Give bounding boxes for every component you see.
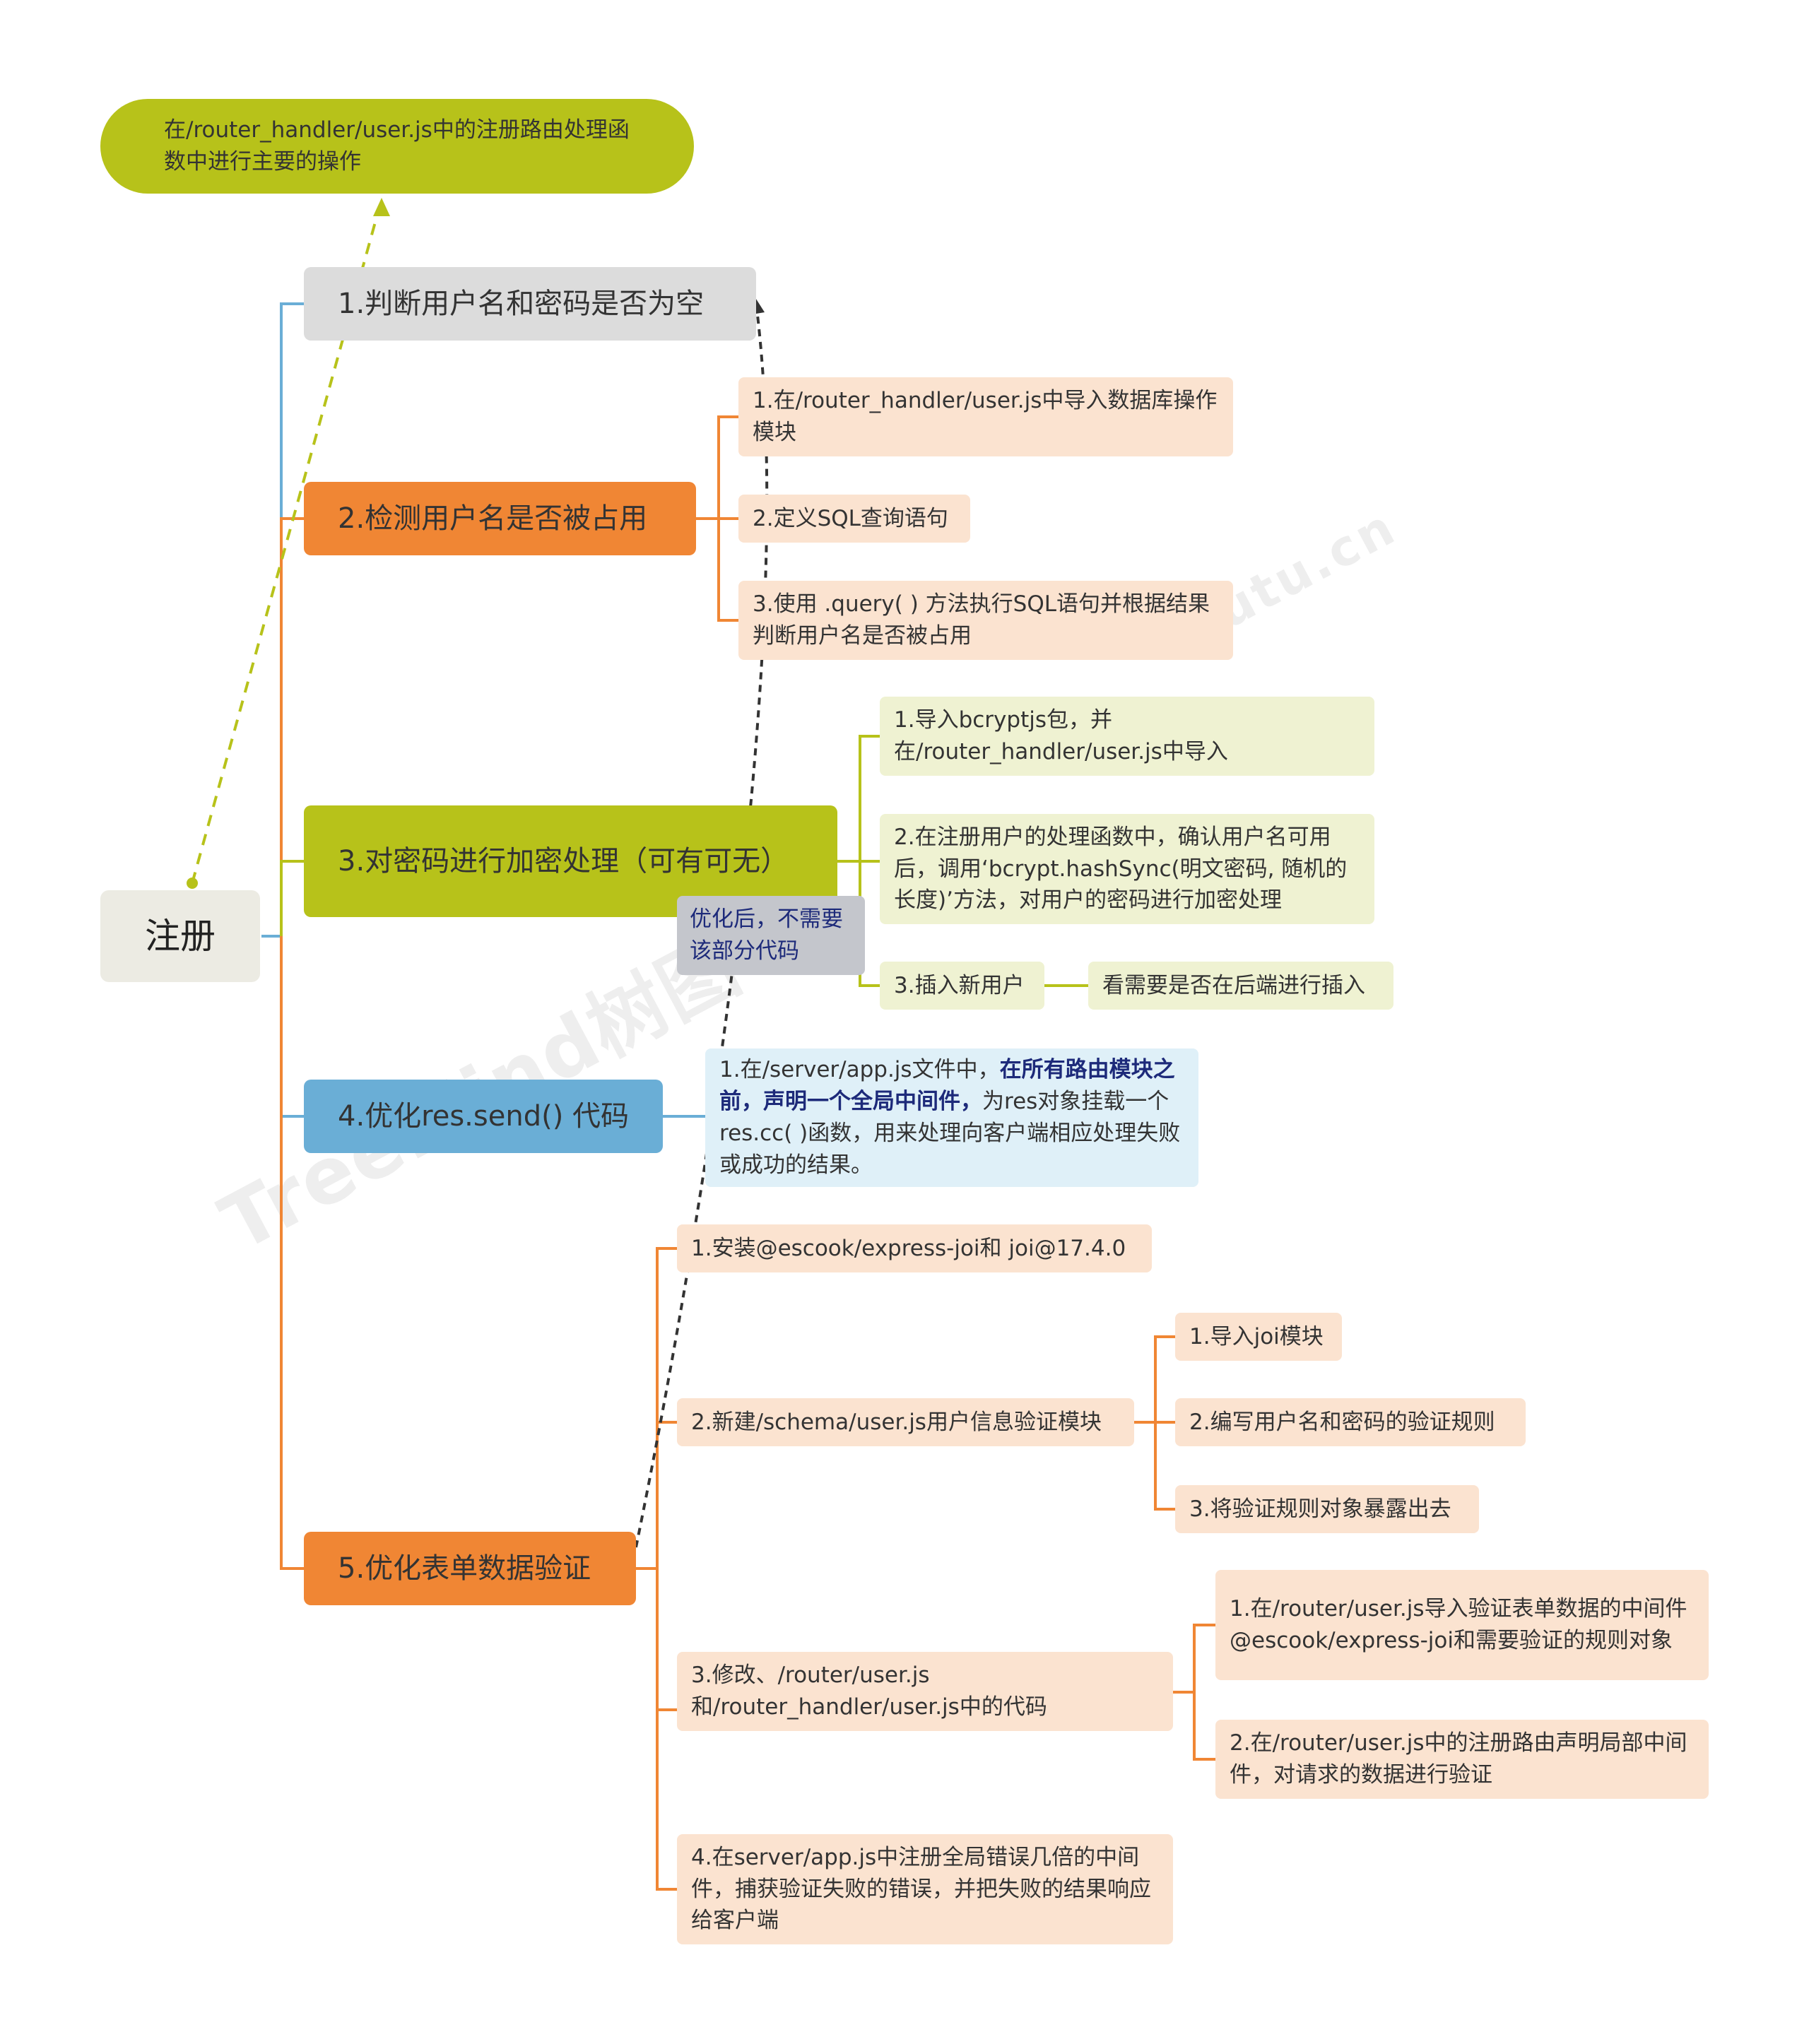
- link-b5-c1: [636, 1247, 677, 1570]
- leaf-declare-local-middleware[interactable]: 2.在/router/user.js中的注册路由声明局部中间件，对请求的数据进行…: [1215, 1720, 1709, 1799]
- link-schema-c3: [1154, 1422, 1175, 1511]
- leaf-global-middleware[interactable]: 1.在/server/app.js文件中，在所有路由模块之前，声明一个全局中间件…: [705, 1048, 1198, 1187]
- leaf-text: 2.在注册用户的处理函数中，确认用户名可用后，调用‘bcrypt.hashSyn…: [894, 824, 1348, 914]
- link-b5-c2: [656, 1421, 677, 1569]
- leaf-hash-password[interactable]: 2.在注册用户的处理函数中，确认用户名可用后，调用‘bcrypt.hashSyn…: [880, 814, 1374, 924]
- leaf-register-error-middleware[interactable]: 4.在server/app.js中注册全局错误几倍的中间件，捕获验证失败的错误，…: [677, 1834, 1173, 1944]
- link-modify-c1: [1173, 1624, 1215, 1694]
- leaf-import-bcrypt[interactable]: 1.导入bcryptjs包，并在/router_handler/user.js中…: [880, 697, 1374, 776]
- branch-label: 2.检测用户名是否被占用: [338, 502, 648, 535]
- link-b5-c4: [656, 1569, 677, 1891]
- leaf-define-sql[interactable]: 2.定义SQL查询语句: [738, 495, 970, 543]
- branch-optimize-res-send[interactable]: 4.优化res.send() 代码: [304, 1080, 663, 1153]
- branch-label: 1.判断用户名和密码是否为空: [338, 288, 705, 320]
- leaf-install-joi[interactable]: 1.安装@escook/express-joi和 joi@17.4.0: [677, 1224, 1152, 1272]
- leaf-insert-note[interactable]: 看需要是否在后端进行插入: [1088, 962, 1393, 1010]
- leaf-text: 3.使用 .query( ) 方法执行SQL语句并根据结果判断用户名是否被占用: [753, 591, 1210, 649]
- leaf-text: 2.在/router/user.js中的注册路由声明局部中间件，对请求的数据进行…: [1230, 1730, 1687, 1788]
- leaf-text: 1.在/server/app.js文件中，在所有路由模块之前，声明一个全局中间件…: [719, 1054, 1184, 1181]
- leaf-import-validate-middleware[interactable]: 1.在/router/user.js导入验证表单数据的中间件@escook/ex…: [1215, 1570, 1709, 1680]
- leaf-text: 1.在/router_handler/user.js中导入数据库操作模块: [753, 388, 1218, 445]
- leaf-text: 2.新建/schema/user.js用户信息验证模块: [691, 1409, 1102, 1435]
- callout-main-operation-text: 在/router_handler/user.js中的注册路由处理函数中进行主要的…: [164, 117, 630, 175]
- link-root-b3: [280, 860, 304, 936]
- link-b2-c3: [717, 519, 738, 622]
- leaf-text-bold: 在所有路由模块之前，声明一个全局中间件，: [719, 1057, 1175, 1115]
- link-root-b5: [280, 936, 304, 1570]
- leaf-insert-user[interactable]: 3.插入新用户: [880, 962, 1044, 1010]
- root-node[interactable]: 注册: [100, 890, 260, 982]
- leaf-text: 3.插入新用户: [894, 972, 1025, 998]
- branch-label: 4.优化res.send() 代码: [338, 1100, 630, 1133]
- leaf-text-part1: 1.在/server/app.js文件中，: [719, 1057, 1000, 1083]
- leaf-text: 2.编写用户名和密码的验证规则: [1189, 1409, 1495, 1435]
- leaf-text: 1.在/router/user.js导入验证表单数据的中间件@escook/ex…: [1230, 1596, 1687, 1653]
- callout-no-longer-needed: 优化后，不需要该部分代码: [677, 896, 865, 975]
- leaf-write-rules[interactable]: 2.编写用户名和密码的验证规则: [1175, 1398, 1526, 1446]
- link-b5-b1: [635, 303, 769, 1548]
- branch-check-username-taken[interactable]: 2.检测用户名是否被占用: [304, 482, 696, 555]
- leaf-text: 1.导入joi模块: [1189, 1323, 1324, 1349]
- link-schema-c1: [1134, 1335, 1175, 1424]
- leaf-import-joi[interactable]: 1.导入joi模块: [1175, 1313, 1342, 1361]
- root-label: 注册: [145, 915, 216, 957]
- leaf-text-part2: 为res对象挂载一个res.cc( )函数，用来处理向客户端相应处理失败或成功的…: [719, 1089, 1181, 1178]
- link-b3-c1: [837, 735, 880, 863]
- leaf-text: 1.导入bcryptjs包，并在/router_handler/user.js中…: [894, 707, 1228, 764]
- leaf-text: 看需要是否在后端进行插入: [1102, 972, 1365, 998]
- leaf-text: 3.修改、/router/user.js和/router_handler/use…: [691, 1662, 1047, 1720]
- branch-label: 5.优化表单数据验证: [338, 1552, 591, 1585]
- leaf-new-schema[interactable]: 2.新建/schema/user.js用户信息验证模块: [677, 1398, 1134, 1446]
- leaf-export-rules[interactable]: 3.将验证规则对象暴露出去: [1175, 1485, 1479, 1533]
- callout-no-longer-needed-text: 优化后，不需要该部分代码: [690, 906, 843, 964]
- branch-label: 3.对密码进行加密处理（可有可无）: [338, 845, 789, 878]
- link-root-b2: [280, 517, 304, 936]
- link-root-b4: [280, 936, 304, 1118]
- branch-form-validation[interactable]: 5.优化表单数据验证: [304, 1532, 636, 1605]
- link-modify-c2: [1193, 1692, 1215, 1761]
- link-b2-c1: [696, 415, 738, 520]
- leaf-text: 2.定义SQL查询语句: [753, 505, 948, 531]
- leaf-modify-code[interactable]: 3.修改、/router/user.js和/router_handler/use…: [677, 1652, 1173, 1731]
- leaf-text: 3.将验证规则对象暴露出去: [1189, 1496, 1451, 1522]
- leaf-run-query[interactable]: 3.使用 .query( ) 方法执行SQL语句并根据结果判断用户名是否被占用: [738, 581, 1233, 660]
- leaf-import-db-module[interactable]: 1.在/router_handler/user.js中导入数据库操作模块: [738, 377, 1233, 456]
- callout-main-operation: 在/router_handler/user.js中的注册路由处理函数中进行主要的…: [100, 99, 694, 194]
- leaf-text: 4.在server/app.js中注册全局错误几倍的中间件，捕获验证失败的错误，…: [691, 1844, 1151, 1934]
- branch-check-empty[interactable]: 1.判断用户名和密码是否为空: [304, 267, 756, 341]
- link-b5-c3: [656, 1569, 677, 1711]
- leaf-text: 1.安装@escook/express-joi和 joi@17.4.0: [691, 1235, 1126, 1261]
